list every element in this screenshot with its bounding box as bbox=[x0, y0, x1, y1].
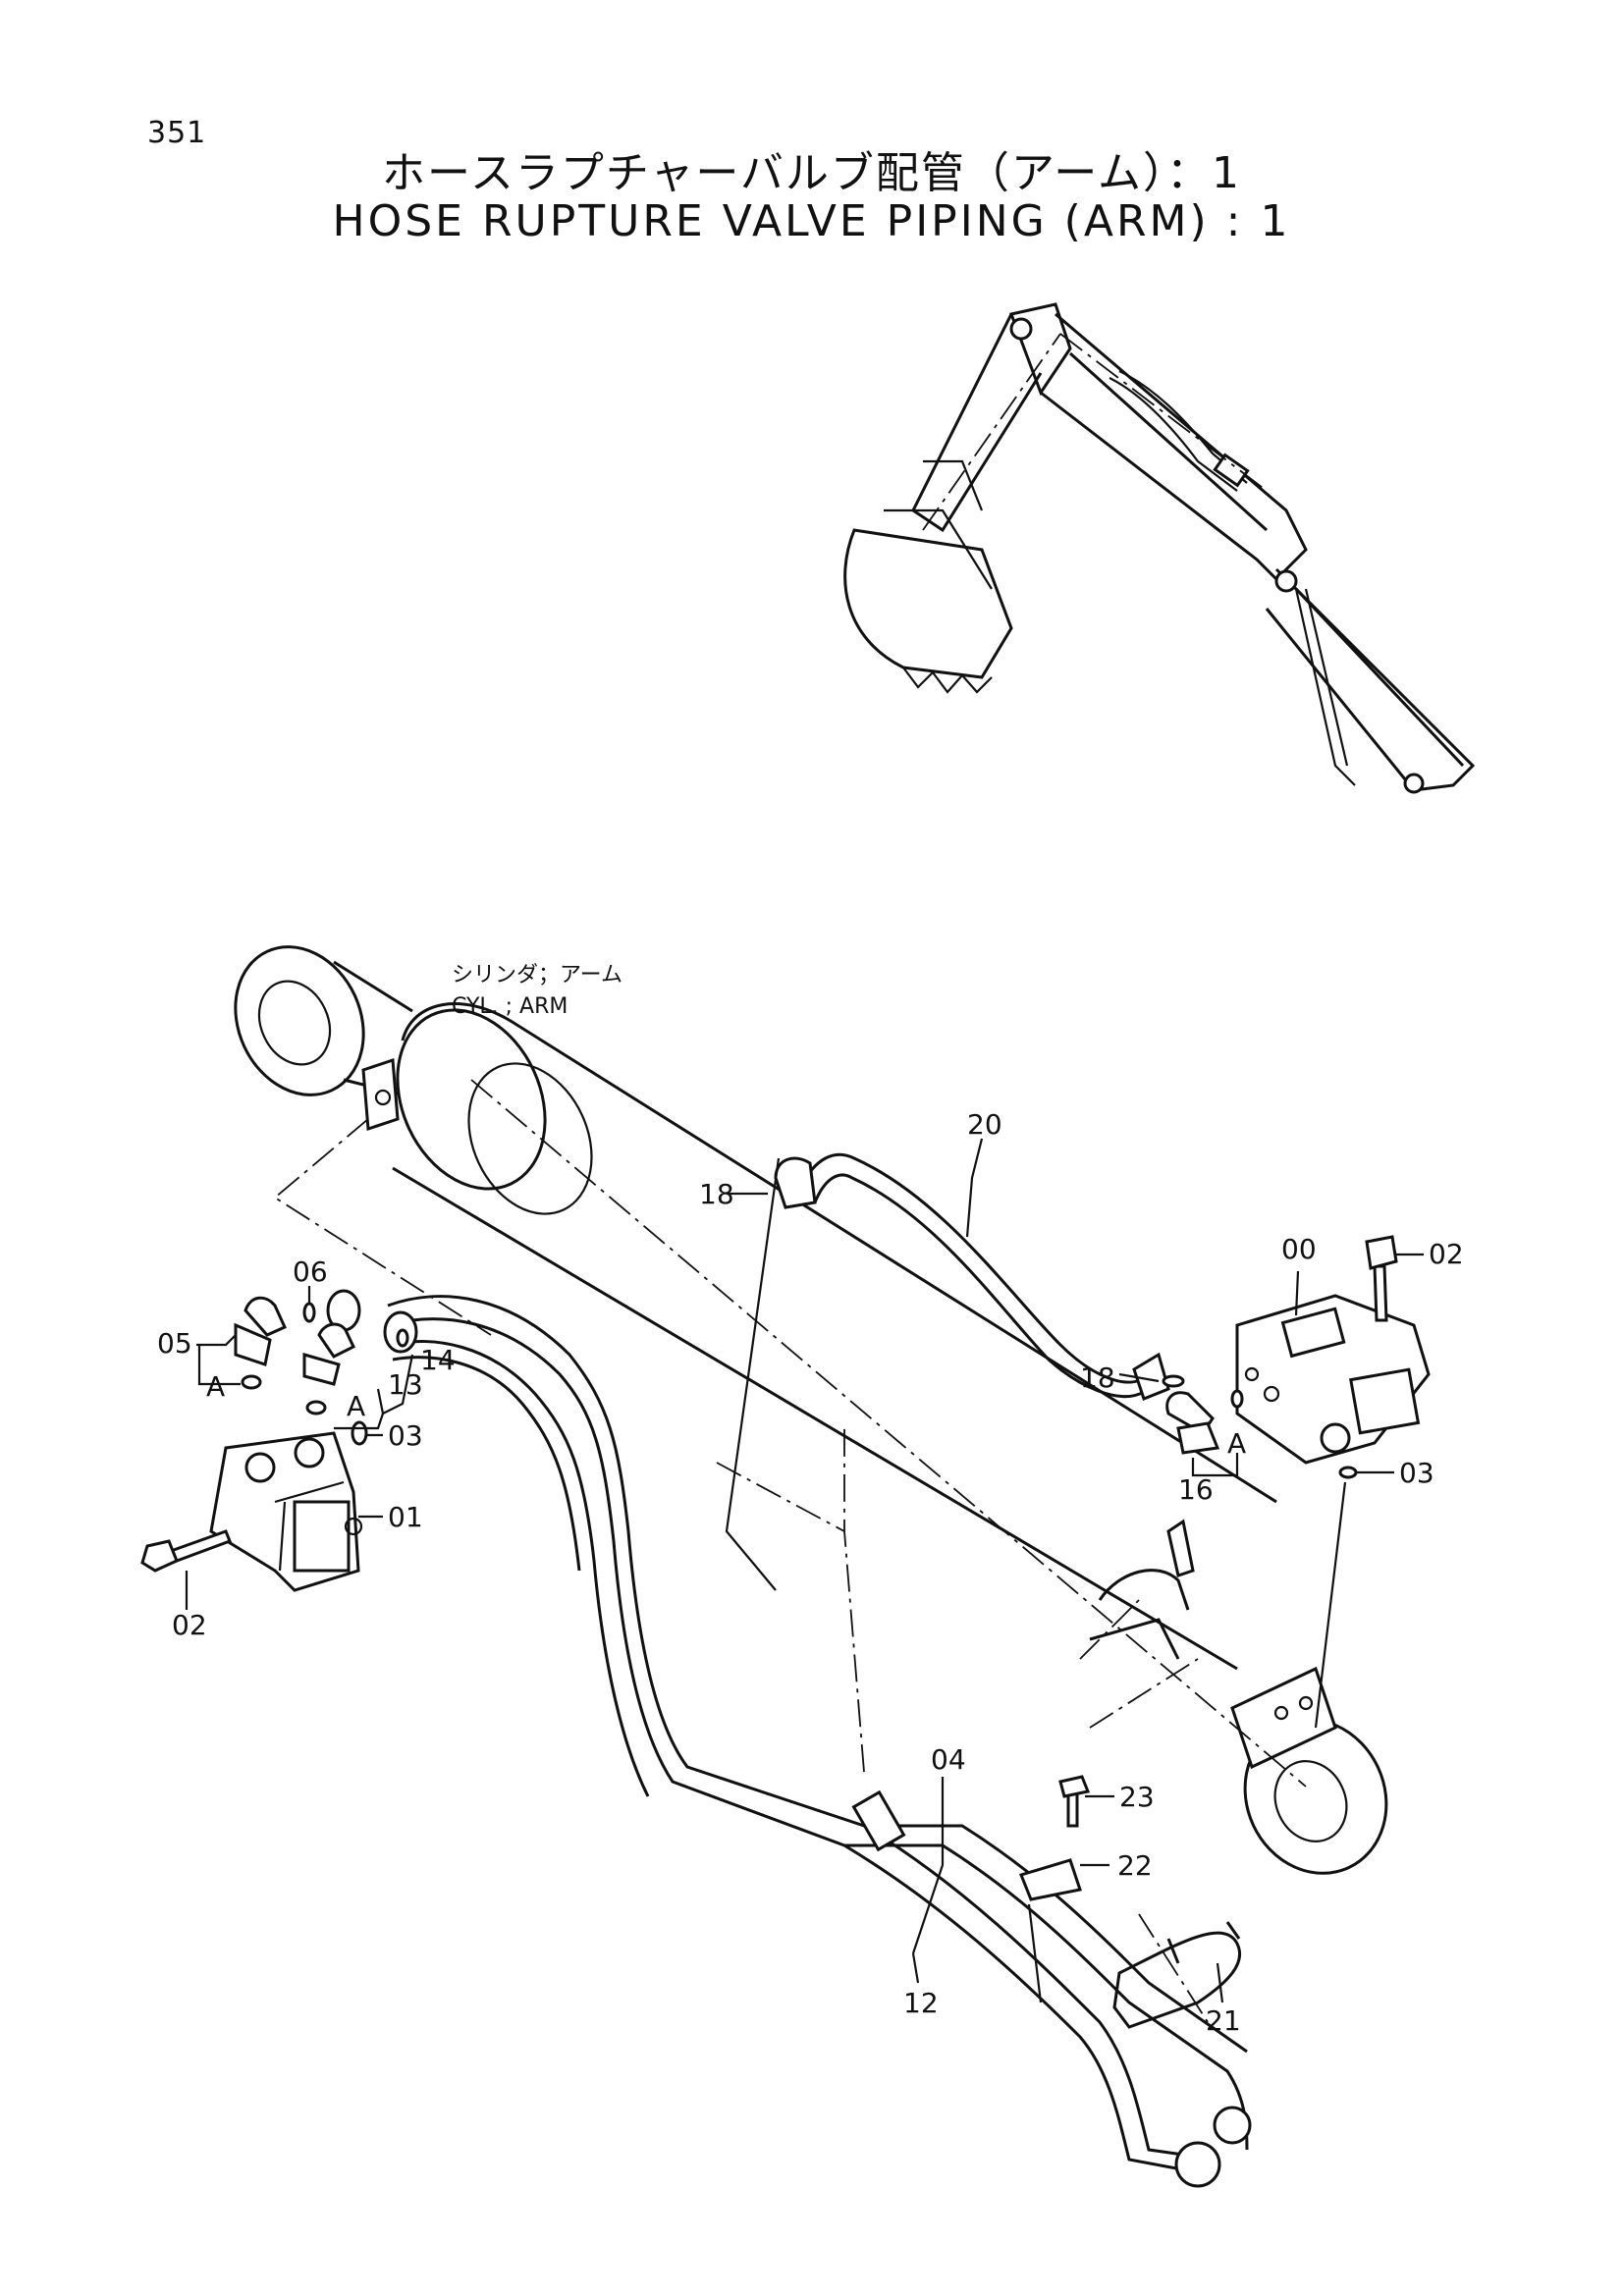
labels: シリンダ；アーム CYL. ; ARM 00 01 02 02 03 03 04… bbox=[157, 963, 1464, 2037]
part-label-04: 04 bbox=[931, 1743, 966, 1776]
cylinder-label-jp: シリンダ；アーム bbox=[452, 963, 622, 988]
page-title-english: HOSE RUPTURE VALVE PIPING (ARM) : 1 bbox=[332, 196, 1291, 246]
cylinder-label-en: CYL. ; ARM bbox=[452, 994, 568, 1019]
part-label-18-top: 18 bbox=[699, 1178, 734, 1210]
hose-20 bbox=[774, 1152, 1170, 1401]
part-label-00: 00 bbox=[1281, 1233, 1317, 1265]
part-label-14: 14 bbox=[420, 1344, 456, 1376]
part-label-18-mid: 18 bbox=[1080, 1362, 1115, 1394]
pipe-assembly bbox=[326, 1289, 1252, 2188]
callout-a-left-2: A bbox=[347, 1390, 365, 1422]
part-label-16: 16 bbox=[1178, 1473, 1214, 1506]
part-label-06: 06 bbox=[293, 1255, 328, 1288]
part-label-05: 05 bbox=[157, 1327, 192, 1360]
part-label-23: 23 bbox=[1119, 1781, 1155, 1813]
page-number: 351 bbox=[147, 116, 207, 150]
part-label-21: 21 bbox=[1206, 2004, 1241, 2037]
callout-a-left-1: A bbox=[206, 1370, 225, 1403]
part-label-03-right: 03 bbox=[1399, 1457, 1434, 1489]
part-label-20: 20 bbox=[967, 1108, 1002, 1141]
part-label-13: 13 bbox=[388, 1368, 423, 1401]
excavator-overview-illustration bbox=[843, 302, 1476, 794]
rupture-valve-right bbox=[1162, 1235, 1431, 1479]
part-label-02-right: 02 bbox=[1429, 1238, 1464, 1270]
part-label-22: 22 bbox=[1117, 1849, 1153, 1882]
page-title-japanese: ホースラプチャーバルブ配管（アーム）：1 bbox=[382, 148, 1241, 198]
leader-lines bbox=[185, 1138, 1424, 2003]
part-label-02-left: 02 bbox=[172, 1609, 207, 1641]
callout-a-right: A bbox=[1227, 1427, 1246, 1460]
part-label-12: 12 bbox=[903, 1987, 939, 2019]
clamp-assembly bbox=[1018, 1775, 1242, 2029]
rupture-valve-left bbox=[140, 1296, 409, 1592]
connection-lines bbox=[273, 1118, 1347, 2023]
part-label-01: 01 bbox=[388, 1501, 423, 1533]
arm-cylinder bbox=[234, 945, 1388, 1875]
part-label-03-left: 03 bbox=[388, 1419, 423, 1452]
